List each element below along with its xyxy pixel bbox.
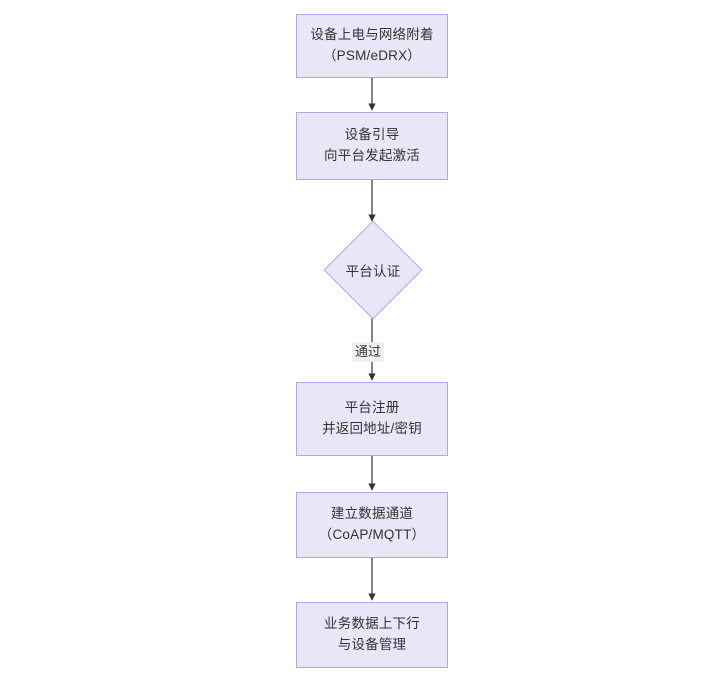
- node-bootstrap-line-1: 设备引导: [344, 127, 400, 143]
- node-auth-decision[interactable]: 平台认证: [323, 220, 423, 320]
- node-channel-line-2: （CoAP/MQTT）: [318, 527, 426, 542]
- node-power-on-line-1: 设备上电与网络附着: [310, 27, 434, 43]
- node-business-line-2: 与设备管理: [337, 637, 407, 652]
- node-register-line-1: 平台注册: [344, 400, 400, 416]
- node-bootstrap[interactable]: 设备引导 向平台发起激活: [296, 112, 448, 180]
- node-business[interactable]: 业务数据上下行 与设备管理: [296, 602, 448, 668]
- node-power-on-line-2: （PSM/eDRX）: [322, 48, 422, 63]
- edge-label-pass: 通过: [352, 342, 385, 362]
- node-business-line-1: 业务数据上下行: [324, 616, 420, 632]
- node-power-on[interactable]: 设备上电与网络附着 （PSM/eDRX）: [296, 14, 448, 78]
- node-channel-line-1: 建立数据通道: [330, 506, 414, 522]
- node-channel[interactable]: 建立数据通道 （CoAP/MQTT）: [296, 492, 448, 558]
- node-auth-label: 平台认证: [345, 264, 401, 279]
- node-register[interactable]: 平台注册 并返回地址/密钥: [296, 382, 448, 456]
- node-bootstrap-line-2: 向平台发起激活: [324, 148, 420, 163]
- node-register-line-2: 并返回地址/密钥: [322, 421, 422, 436]
